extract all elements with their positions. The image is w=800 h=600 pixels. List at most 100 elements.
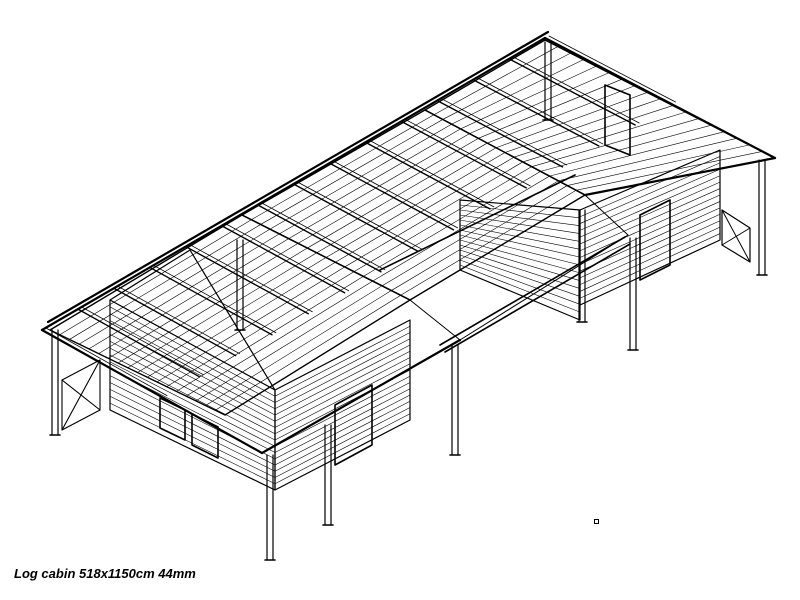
right-cabin bbox=[459, 84, 751, 321]
roof-hatch-line bbox=[137, 257, 327, 373]
log-course bbox=[109, 327, 276, 416]
log-course bbox=[459, 264, 581, 313]
log-course bbox=[274, 338, 411, 410]
left-gable-brace bbox=[61, 359, 101, 431]
roof-hatch-line bbox=[460, 65, 597, 130]
log-course bbox=[109, 313, 276, 403]
right-cabin-x-brace-b bbox=[721, 227, 751, 246]
rafter-beam bbox=[508, 58, 636, 126]
log-course bbox=[274, 382, 411, 453]
log-course bbox=[109, 334, 276, 422]
roof-hatch-line bbox=[372, 175, 550, 282]
log-course bbox=[274, 363, 411, 435]
log-course bbox=[459, 234, 581, 266]
roof-hatch-line bbox=[558, 138, 737, 182]
left-cabin-gable-triangle bbox=[109, 249, 276, 391]
log-course bbox=[459, 239, 581, 274]
roof-hatch-line bbox=[251, 114, 435, 221]
roof-hatch-line bbox=[522, 111, 686, 163]
roof-hatch-line bbox=[146, 261, 336, 378]
rafter-beam bbox=[292, 183, 418, 252]
left-cabin-window-2 bbox=[191, 413, 219, 459]
log-course bbox=[274, 350, 411, 422]
rafters bbox=[41, 35, 676, 399]
log-course bbox=[579, 156, 721, 218]
rafter-beam-edge bbox=[297, 181, 422, 250]
roof-hatch-line bbox=[504, 98, 661, 153]
log-course bbox=[459, 209, 581, 227]
log-course bbox=[109, 347, 276, 435]
log-course bbox=[579, 226, 721, 292]
log-course bbox=[274, 325, 411, 397]
rafter-beam bbox=[436, 99, 564, 168]
roof-hatch-line bbox=[156, 266, 345, 383]
drawing-caption: Log cabin 518x1150cm 44mm bbox=[14, 566, 196, 581]
rafter-beam-edge bbox=[45, 327, 168, 397]
roof-hatch-line bbox=[185, 280, 373, 397]
log-course bbox=[459, 259, 581, 305]
log-course bbox=[459, 254, 581, 297]
roof-hatch-line bbox=[269, 123, 452, 230]
log-course bbox=[274, 388, 411, 460]
rafter-beam bbox=[400, 120, 527, 189]
roof-hatch-line bbox=[391, 185, 568, 291]
left-cabin-door bbox=[334, 384, 373, 466]
roof-hatch-line bbox=[88, 233, 280, 350]
gap-beam-upper bbox=[379, 174, 576, 271]
log-course bbox=[459, 224, 581, 250]
roof-hatch-line bbox=[469, 72, 610, 134]
right-cabin-door bbox=[604, 84, 631, 156]
roof-hatch-line bbox=[531, 118, 699, 167]
roof-hatch-line bbox=[400, 189, 577, 296]
roof-hatch-line bbox=[363, 171, 541, 277]
right-cabin-logs bbox=[459, 156, 721, 313]
log-course bbox=[274, 375, 411, 447]
gap-beam-lower bbox=[439, 236, 626, 346]
roof-hatch-line bbox=[59, 219, 252, 336]
rafter-beam-edge bbox=[368, 139, 495, 208]
log-course bbox=[579, 175, 721, 238]
eave-beam-front-right bbox=[583, 156, 777, 197]
rafter-beam bbox=[256, 204, 382, 273]
roof-hatch-line bbox=[575, 151, 763, 191]
rafter-beam bbox=[364, 141, 491, 210]
log-course bbox=[109, 340, 276, 428]
log-course bbox=[109, 306, 276, 397]
roof-hatch-line bbox=[381, 180, 559, 287]
log-course bbox=[274, 400, 411, 472]
roof-hatch-line bbox=[433, 46, 559, 116]
roof-hatch-line bbox=[513, 105, 674, 158]
roof-hatch-line bbox=[279, 128, 461, 235]
log-course bbox=[459, 249, 581, 289]
log-course bbox=[579, 194, 721, 258]
roof-panel-center bbox=[241, 109, 586, 301]
log-course bbox=[274, 332, 411, 403]
roof-hatch-line bbox=[69, 224, 261, 340]
left-cabin-side-wall bbox=[274, 319, 411, 491]
log-course bbox=[109, 354, 276, 441]
roof-panel-open-gap bbox=[409, 194, 629, 341]
rafter-beam bbox=[544, 37, 673, 105]
rafter-beam-edge bbox=[189, 244, 313, 313]
rafter-beam bbox=[328, 162, 455, 231]
eave-beam-front-left bbox=[260, 338, 462, 455]
roof-hatch-line bbox=[549, 131, 725, 177]
log-course bbox=[579, 181, 721, 245]
eave-beam-rear-upper bbox=[46, 30, 550, 324]
roof-hatch-line bbox=[540, 124, 712, 172]
rafter-beam bbox=[185, 245, 309, 315]
roof-hatching bbox=[59, 46, 763, 411]
rafter-beam-edge bbox=[261, 202, 386, 271]
log-course bbox=[459, 244, 581, 282]
rafter-beam bbox=[41, 329, 164, 399]
roof-hatch-line bbox=[127, 252, 317, 369]
log-course bbox=[109, 368, 276, 453]
rafter-beam-edge bbox=[333, 160, 458, 229]
log-course bbox=[579, 207, 721, 272]
gap-beam-lower-2 bbox=[444, 243, 631, 353]
left-gable-x-b bbox=[61, 359, 101, 431]
right-cabin-side-wall bbox=[459, 199, 581, 321]
log-course bbox=[579, 220, 721, 285]
log-course bbox=[459, 219, 581, 242]
